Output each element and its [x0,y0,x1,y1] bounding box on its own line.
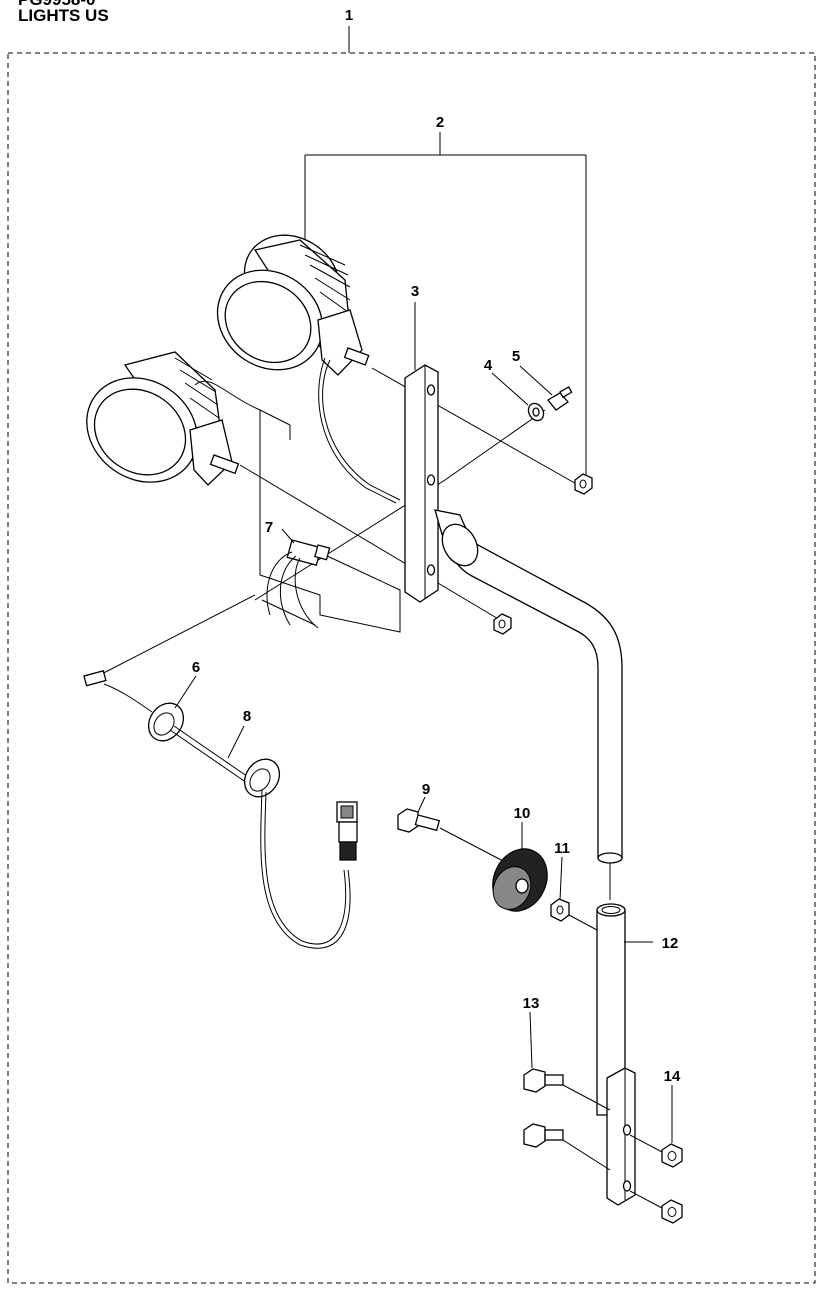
washer-4 [527,402,545,422]
callout-2: 2 [436,114,444,131]
callout-14: 14 [664,1068,681,1085]
lower-mounting-plate [606,1067,636,1206]
lower-work-light [86,351,291,486]
knob-10 [492,848,548,912]
cable-8 [169,725,351,949]
nut-14-lower [661,1199,683,1224]
callout-8: 8 [243,708,251,725]
callout-10: 10 [514,805,531,822]
leader-lines [174,302,673,1143]
fastener-axis-lines [239,367,581,633]
connector-7 [261,539,331,629]
light-post [434,509,623,864]
callout-6: 6 [192,659,200,676]
mounting-plate [404,364,439,603]
leader-2 [304,132,587,478]
callout-3: 3 [411,283,419,300]
nut-11 [550,898,570,922]
grommet-6 [147,702,185,742]
callout-9: 9 [422,781,430,798]
bolt-5 [547,386,573,411]
callout-13: 13 [523,995,540,1012]
nut-middle [493,613,512,635]
upper-work-light [216,234,370,376]
bolt-13-lower [523,1123,611,1171]
callout-1: 1 [345,7,353,24]
callout-5: 5 [512,348,520,365]
harness-connector-8 [336,801,358,861]
assembly-frame [7,52,816,1284]
callout-12: 12 [662,935,679,952]
bolt-9 [397,808,441,833]
callout-4: 4 [484,357,493,374]
callout-11: 11 [554,840,570,857]
nut-14-upper [661,1143,683,1168]
diagram-code: PG9958-0 [18,0,96,8]
bolt-13-upper [523,1068,611,1111]
callout-7: 7 [265,519,273,536]
nut-upper [574,473,593,495]
upper-light-cable [322,359,401,501]
diagram-title: LIGHTS US [18,6,109,25]
cable-plug [83,670,107,687]
